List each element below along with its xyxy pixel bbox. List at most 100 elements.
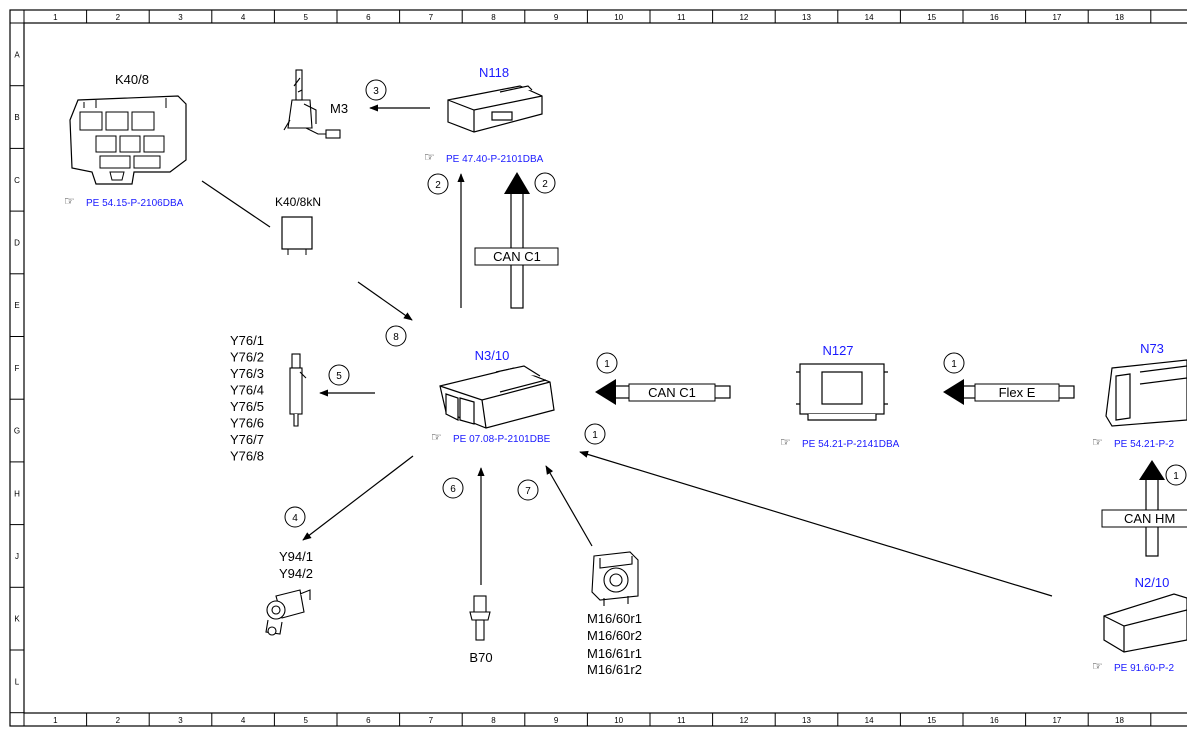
grid-column-label: 10 bbox=[614, 13, 623, 22]
marker-6: 6 bbox=[442, 477, 464, 499]
m16-label: M16/61r2 bbox=[587, 662, 642, 677]
grid-column-label: 11 bbox=[677, 716, 686, 725]
n2-10-label: N2/10 bbox=[1135, 575, 1170, 590]
n73-reference-link[interactable]: ☞ PE 54.21-P-2 bbox=[1092, 435, 1174, 450]
b70-drawing bbox=[469, 595, 491, 641]
n73-control-unit[interactable]: N73 bbox=[1105, 341, 1187, 427]
grid-column-label: 10 bbox=[614, 716, 623, 725]
y76-label: Y76/6 bbox=[230, 416, 264, 431]
k40-8-fuse-box[interactable]: K40/8 bbox=[69, 72, 187, 185]
flex-e-label: Flex E bbox=[999, 385, 1036, 400]
can-hm-bus[interactable]: CAN HM bbox=[1101, 460, 1187, 557]
y94-label-1: Y94/1 bbox=[279, 549, 313, 564]
grid-column-label: 6 bbox=[366, 716, 371, 725]
n3-10-engine-control-unit[interactable]: N3/10 bbox=[439, 348, 555, 429]
grid-row-label: J bbox=[15, 552, 19, 561]
y76-label: Y76/2 bbox=[230, 350, 264, 365]
marker-2-thin: 2 bbox=[427, 173, 449, 195]
can-c1-vertical-label-box bbox=[474, 247, 559, 266]
can-c1-vertical-bus[interactable]: CAN C1 bbox=[474, 172, 559, 309]
n2-10-reference: PE 91.60-P-2 bbox=[1114, 663, 1174, 674]
grid-column-label: 15 bbox=[927, 716, 936, 725]
grid-column-label: 6 bbox=[366, 13, 371, 22]
grid-column-label: 17 bbox=[1052, 716, 1061, 725]
svg-text:1: 1 bbox=[1173, 471, 1179, 482]
grid-column-label: 8 bbox=[491, 13, 496, 22]
m3-fuel-pump[interactable]: M3 bbox=[283, 69, 348, 139]
n2-10-reference-link[interactable]: ☞ PE 91.60-P-2 bbox=[1092, 659, 1174, 674]
hand-pointer-icon: ☞ bbox=[431, 430, 442, 444]
b70-crankshaft-sensor[interactable]: B70 bbox=[469, 595, 493, 665]
grid-row-label: G bbox=[14, 427, 20, 436]
grid-row-label: A bbox=[14, 50, 20, 59]
injector-drawing bbox=[289, 353, 307, 427]
m16-to-n3-10-arrow bbox=[545, 465, 593, 547]
grid-column-label: 15 bbox=[927, 13, 936, 22]
flex-e-arrowhead bbox=[943, 379, 964, 405]
n127-label: N127 bbox=[822, 343, 853, 358]
n118-reference: PE 47.40-P-2101DBA bbox=[446, 154, 544, 165]
grid-column-label: 14 bbox=[865, 13, 874, 22]
grid-column-label: 1 bbox=[53, 13, 58, 22]
y76-label: Y76/3 bbox=[230, 366, 264, 381]
grid-column-label: 2 bbox=[116, 13, 121, 22]
grid-column-label: 9 bbox=[554, 13, 559, 22]
n118-reference-link[interactable]: ☞ PE 47.40-P-2101DBA bbox=[424, 150, 544, 165]
n127-control-unit[interactable]: N127 bbox=[796, 343, 888, 421]
k40-8kn-label: K40/8kN bbox=[275, 195, 321, 209]
svg-text:2: 2 bbox=[542, 179, 548, 190]
grid-column-label: 2 bbox=[116, 716, 121, 725]
grid-row-label: K bbox=[14, 615, 20, 624]
n2-10-to-n3-10-arrow bbox=[579, 450, 1053, 597]
grid-column-label: 12 bbox=[739, 716, 748, 725]
hand-pointer-icon: ☞ bbox=[1092, 435, 1103, 449]
grid-column-label: 4 bbox=[241, 13, 246, 22]
marker-3: 3 bbox=[365, 79, 387, 101]
grid-column-label: 7 bbox=[429, 716, 434, 725]
relay-body bbox=[281, 216, 313, 250]
k40-8kn-relay[interactable]: K40/8kN bbox=[275, 195, 321, 255]
can-c1-vertical-arrowhead bbox=[504, 172, 530, 194]
y94-drawing bbox=[265, 589, 311, 636]
grid-column-label: 13 bbox=[802, 13, 811, 22]
n2-10-control-unit[interactable]: N2/10 bbox=[1103, 575, 1187, 653]
can-c1-horizontal-label: CAN C1 bbox=[648, 385, 696, 400]
k40-8-reference: PE 54.15-P-2106DBA bbox=[86, 198, 184, 209]
y76-label: Y76/7 bbox=[230, 432, 264, 447]
can-c1-horizontal-label-box bbox=[628, 383, 716, 402]
svg-text:8: 8 bbox=[393, 332, 399, 343]
n127-drawing bbox=[796, 363, 888, 421]
can-c1-vertical-label: CAN C1 bbox=[493, 249, 541, 264]
can-c1-horizontal-bus[interactable]: CAN C1 bbox=[595, 379, 731, 405]
grid-column-label: 7 bbox=[429, 13, 434, 22]
marker-2-can: 2 bbox=[534, 172, 556, 194]
grid-column-label: 3 bbox=[178, 13, 183, 22]
svg-text:7: 7 bbox=[525, 486, 531, 497]
relay-to-n3-10-arrow bbox=[357, 281, 413, 321]
y94-valve[interactable]: Y94/1 Y94/2 bbox=[265, 549, 313, 636]
svg-text:1: 1 bbox=[604, 359, 610, 370]
n118-control-unit[interactable]: N118 bbox=[447, 65, 543, 133]
n127-reference-link[interactable]: ☞ PE 54.21-P-2141DBA bbox=[780, 435, 900, 450]
k40-8-reference-link[interactable]: ☞ PE 54.15-P-2106DBA bbox=[64, 194, 184, 209]
marker-5: 5 bbox=[328, 364, 350, 386]
grid-column-label: 17 bbox=[1052, 13, 1061, 22]
svg-text:1: 1 bbox=[951, 359, 957, 370]
hand-pointer-icon: ☞ bbox=[64, 194, 75, 208]
grid-labels: 1122334455667788991010111112121313141415… bbox=[14, 13, 1125, 725]
grid-column-label: 18 bbox=[1115, 13, 1124, 22]
outer-frame bbox=[9, 9, 1187, 727]
y76-label: Y76/1 bbox=[230, 333, 264, 348]
n3-10-drawing bbox=[439, 365, 555, 429]
m16-drawing bbox=[591, 551, 639, 606]
grid-ticks bbox=[10, 10, 1152, 726]
marker-1-can-hm: 1 bbox=[1165, 464, 1187, 486]
hand-pointer-icon: ☞ bbox=[1092, 659, 1103, 673]
grid-row-label: F bbox=[15, 364, 20, 373]
flex-e-bus[interactable]: Flex E bbox=[943, 379, 1075, 405]
n3-10-reference-link[interactable]: ☞ PE 07.08-P-2101DBE bbox=[431, 430, 551, 445]
